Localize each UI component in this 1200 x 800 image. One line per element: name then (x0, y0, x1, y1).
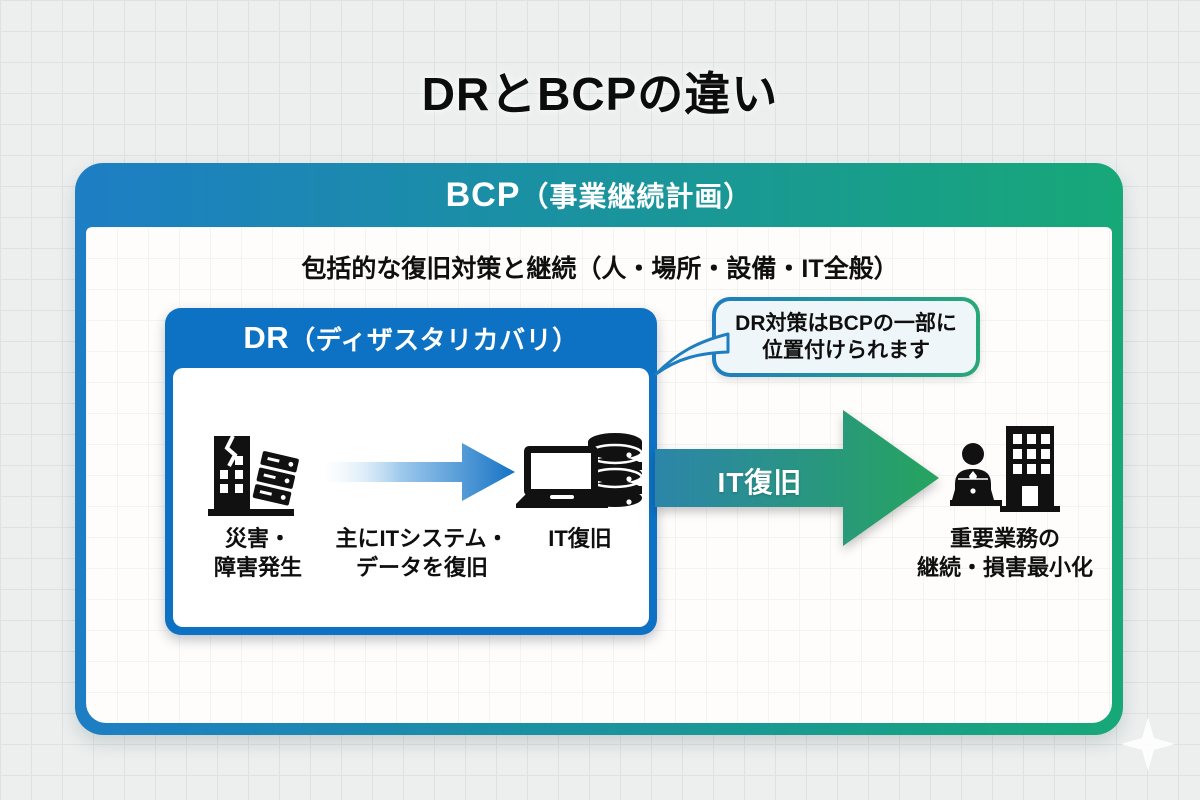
bcp-description: 包括的な復旧対策と継続（人・場所・設備・IT全般） (301, 255, 899, 283)
callout-tail-icon (652, 326, 730, 378)
disaster-label: 災害・ 障害発生 (213, 526, 302, 580)
gradient-arrow-right-icon (326, 441, 518, 503)
sparkle-icon (1121, 717, 1175, 771)
page-title: DRとBCPの違い (421, 68, 779, 120)
bcp-title: BCP （事業継続計画） (75, 163, 1123, 227)
bcp-name: BCP (445, 175, 521, 214)
dr-title: DR （ディザスタリカバリ） (165, 308, 657, 368)
person-building-icon (950, 422, 1065, 517)
bcp-name-suffix: （事業継続計画） (520, 181, 753, 212)
dr-name: DR (243, 320, 290, 355)
flow-arrow-label: IT復旧 (717, 467, 803, 498)
damaged-building-servers-icon (208, 426, 308, 518)
recovery-method-label: 主にITシステム・ データを復旧 (335, 526, 509, 580)
it-recovery-label: IT復旧 (548, 526, 612, 551)
flow-arrow-icon (655, 410, 943, 546)
dr-name-suffix: （ディザスタリカバリ） (289, 324, 579, 355)
callout-text: DR対策はBCPの一部に 位置付けられます (716, 301, 976, 373)
callout-bubble: DR対策はBCPの一部に 位置付けられます (712, 297, 980, 377)
outcome-label: 重要業務の 継続・損害最小化 (916, 526, 1093, 580)
laptop-database-icon (516, 424, 646, 516)
